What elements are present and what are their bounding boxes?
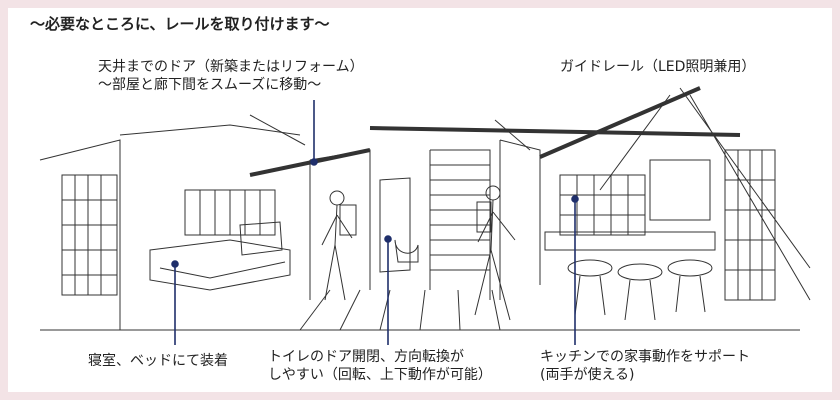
kitchen-counter: [544, 231, 716, 251]
page-title: 〜必要なところに、レールを取り付けます〜: [30, 15, 330, 33]
stairs: [429, 149, 491, 300]
door-callout-line1: 天井までのドア（新築またはリフォーム）: [98, 59, 364, 75]
person-figure-1: [321, 190, 357, 301]
toilet-callout-line2: しやすい（回転、上下動作が可能）: [268, 367, 492, 383]
kitchen-callout-line2: (両手が使える): [540, 367, 635, 383]
guide-rail-callout: ガイドレール（LED照明兼用）: [560, 59, 756, 75]
left-window: [61, 174, 118, 296]
bedroom-callout: 寝室、ベッドにて装着: [88, 353, 228, 369]
ceiling-rails: [249, 86, 741, 177]
right-window: [559, 174, 646, 236]
door-callout-line2: 〜部屋と廊下間をスムーズに移動〜: [98, 77, 322, 93]
ceiling-line-left: [119, 124, 301, 136]
toilet-callout-line1: トイレのドア開閉、方向転換が: [268, 349, 464, 365]
kitchen-callout-line1: キッチンでの家事動作をサポート: [540, 349, 750, 365]
room-outline: [39, 139, 800, 331]
person-figure-2: [474, 185, 516, 321]
bed: [149, 239, 291, 291]
